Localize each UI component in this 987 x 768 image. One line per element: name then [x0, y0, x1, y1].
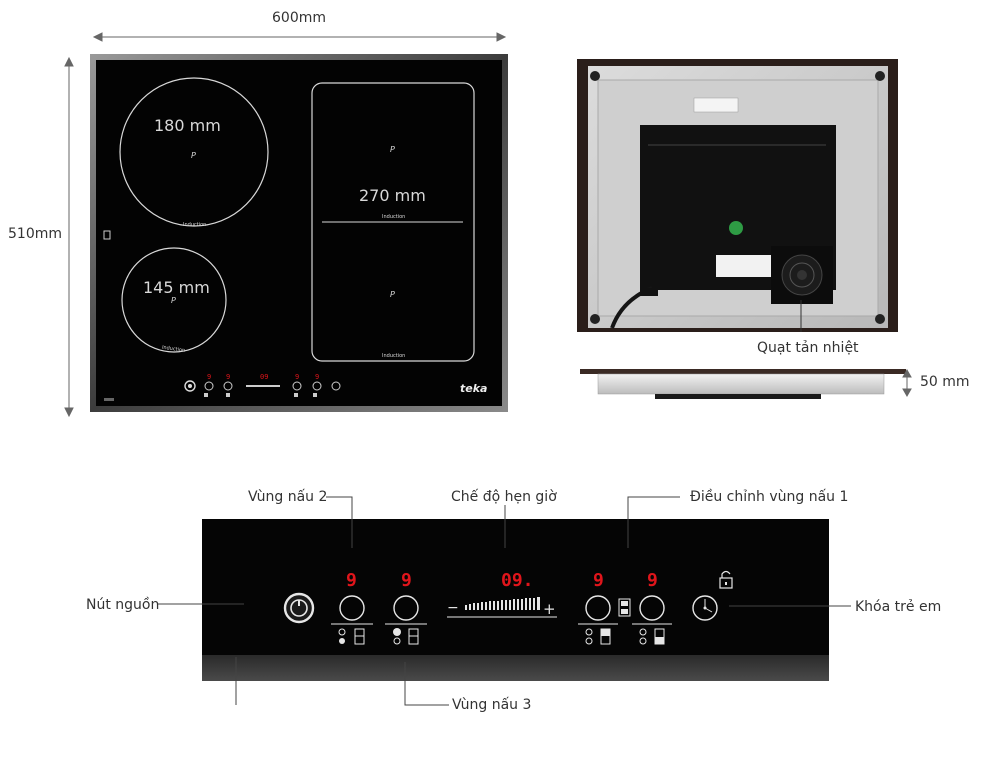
cooking-zone-145	[121, 247, 227, 353]
label-zone-1-adjust: Điều chỉnh vùng nấu 1	[690, 489, 849, 505]
cooking-zone-270	[311, 82, 475, 362]
zone-2-display: 9	[346, 570, 357, 591]
zone-1-rear-control[interactable]	[632, 595, 672, 645]
zone-3-display: 9	[401, 570, 412, 591]
label-child-lock: Khóa trẻ em	[855, 599, 942, 615]
power-slider[interactable]	[447, 597, 557, 618]
lock-indicator-icon	[103, 230, 111, 240]
zone-270-size: 270 mm	[359, 186, 426, 205]
cooking-zone-180	[119, 77, 269, 227]
zone-270-power-top: P	[390, 145, 395, 154]
hob-top-view	[90, 54, 508, 412]
child-lock-button[interactable]	[692, 595, 718, 621]
brand-logo: teka	[460, 382, 487, 395]
zone-145-size: 145 mm	[143, 278, 210, 297]
label-power-button: Nút nguồn	[86, 597, 160, 613]
power-button[interactable]	[283, 592, 315, 624]
mini-display-b: 9	[226, 373, 230, 381]
mini-control-strip	[184, 380, 341, 397]
depth-dimension-arrow	[64, 56, 74, 418]
lock-icon	[719, 570, 733, 589]
zone-2-control[interactable]	[331, 595, 373, 645]
control-panel	[202, 519, 829, 681]
zone-270-power-bottom: P	[390, 290, 395, 299]
zone-1-front-display: 9	[593, 570, 604, 591]
zone-180-type: Induction	[183, 222, 206, 228]
zone-270-type-top: Induction	[382, 214, 405, 220]
zone-145-power: P	[171, 296, 176, 305]
width-dimension-arrow	[92, 32, 507, 42]
hob-underside-view	[577, 59, 898, 332]
label-zone-2: Vùng nấu 2	[248, 489, 328, 505]
fan-label: Quạt tản nhiệt	[757, 340, 859, 356]
height-dimension-arrow	[902, 368, 912, 398]
zone-270-type-bottom: Induction	[382, 353, 405, 359]
mini-display-c: 9	[295, 373, 299, 381]
height-dimension-label: 50 mm	[920, 374, 970, 390]
zone-145-type: Induction	[162, 345, 186, 354]
width-dimension-label: 600mm	[272, 10, 326, 26]
timer-display: 09.	[501, 570, 534, 591]
zone-180-size: 180 mm	[154, 116, 221, 135]
label-zone-3: Vùng nấu 3	[452, 697, 532, 713]
depth-dimension-label: 510mm	[8, 226, 62, 242]
slider-minus[interactable]: −	[447, 600, 459, 616]
mini-display-d: 9	[315, 373, 319, 381]
mini-display-timer: 09	[260, 373, 268, 381]
label-timer-mode: Chế độ hẹn giờ	[451, 489, 557, 505]
zone-180-power: P	[191, 151, 196, 160]
mini-display-a: 9	[207, 373, 211, 381]
zone-1-rear-display: 9	[647, 570, 658, 591]
hob-side-view	[580, 368, 912, 399]
slider-plus[interactable]: +	[543, 600, 556, 618]
callout-lines	[158, 496, 851, 706]
zone-3-control[interactable]	[385, 595, 427, 645]
zone-1-front-control[interactable]	[578, 595, 618, 645]
bridge-zone-icon[interactable]	[618, 598, 631, 617]
